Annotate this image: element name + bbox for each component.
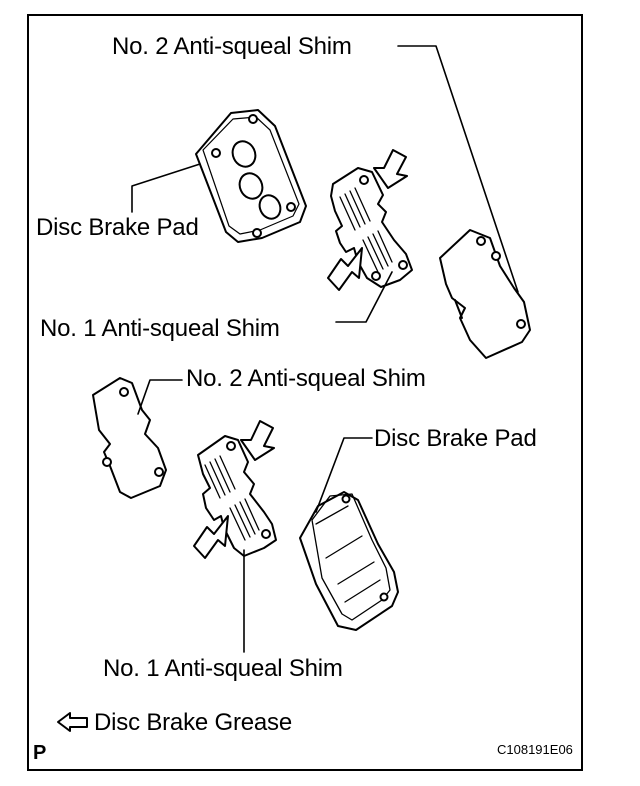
top-grease-arrow-2 [327,247,363,291]
leader-bottom-pad [315,437,373,513]
top-no1-shim [330,167,413,288]
bottom-grease-arrow-2 [193,515,229,559]
top-no2-shim [439,229,531,359]
label-top-no2-shim: No. 2 Anti-squeal Shim [112,33,352,60]
label-bottom-no2-shim: No. 2 Anti-squeal Shim [186,365,426,392]
top-grease-arrow-1 [373,149,408,189]
page-marker: P [33,742,47,764]
bottom-disc-brake-pad [299,491,399,631]
leader-top-shim2 [397,45,519,293]
leader-bottom-shim2 [137,379,183,415]
label-top-no1-shim: No. 1 Anti-squeal Shim [40,315,280,342]
leader-top-pad [131,163,201,213]
label-bottom-disc-brake-pad: Disc Brake Pad [374,425,537,452]
legend-grease-arrow-icon [57,712,88,732]
leader-top-shim1 [335,271,393,323]
label-top-disc-brake-pad: Disc Brake Pad [36,214,199,241]
label-bottom-no1-shim: No. 1 Anti-squeal Shim [103,655,343,682]
bottom-no1-shim [197,435,277,557]
top-disc-brake-pad [195,109,307,243]
figure-code: C108191E06 [497,742,573,757]
bottom-no2-shim [92,377,167,499]
legend-label: Disc Brake Grease [94,709,292,736]
bottom-grease-arrow-1 [240,420,275,461]
